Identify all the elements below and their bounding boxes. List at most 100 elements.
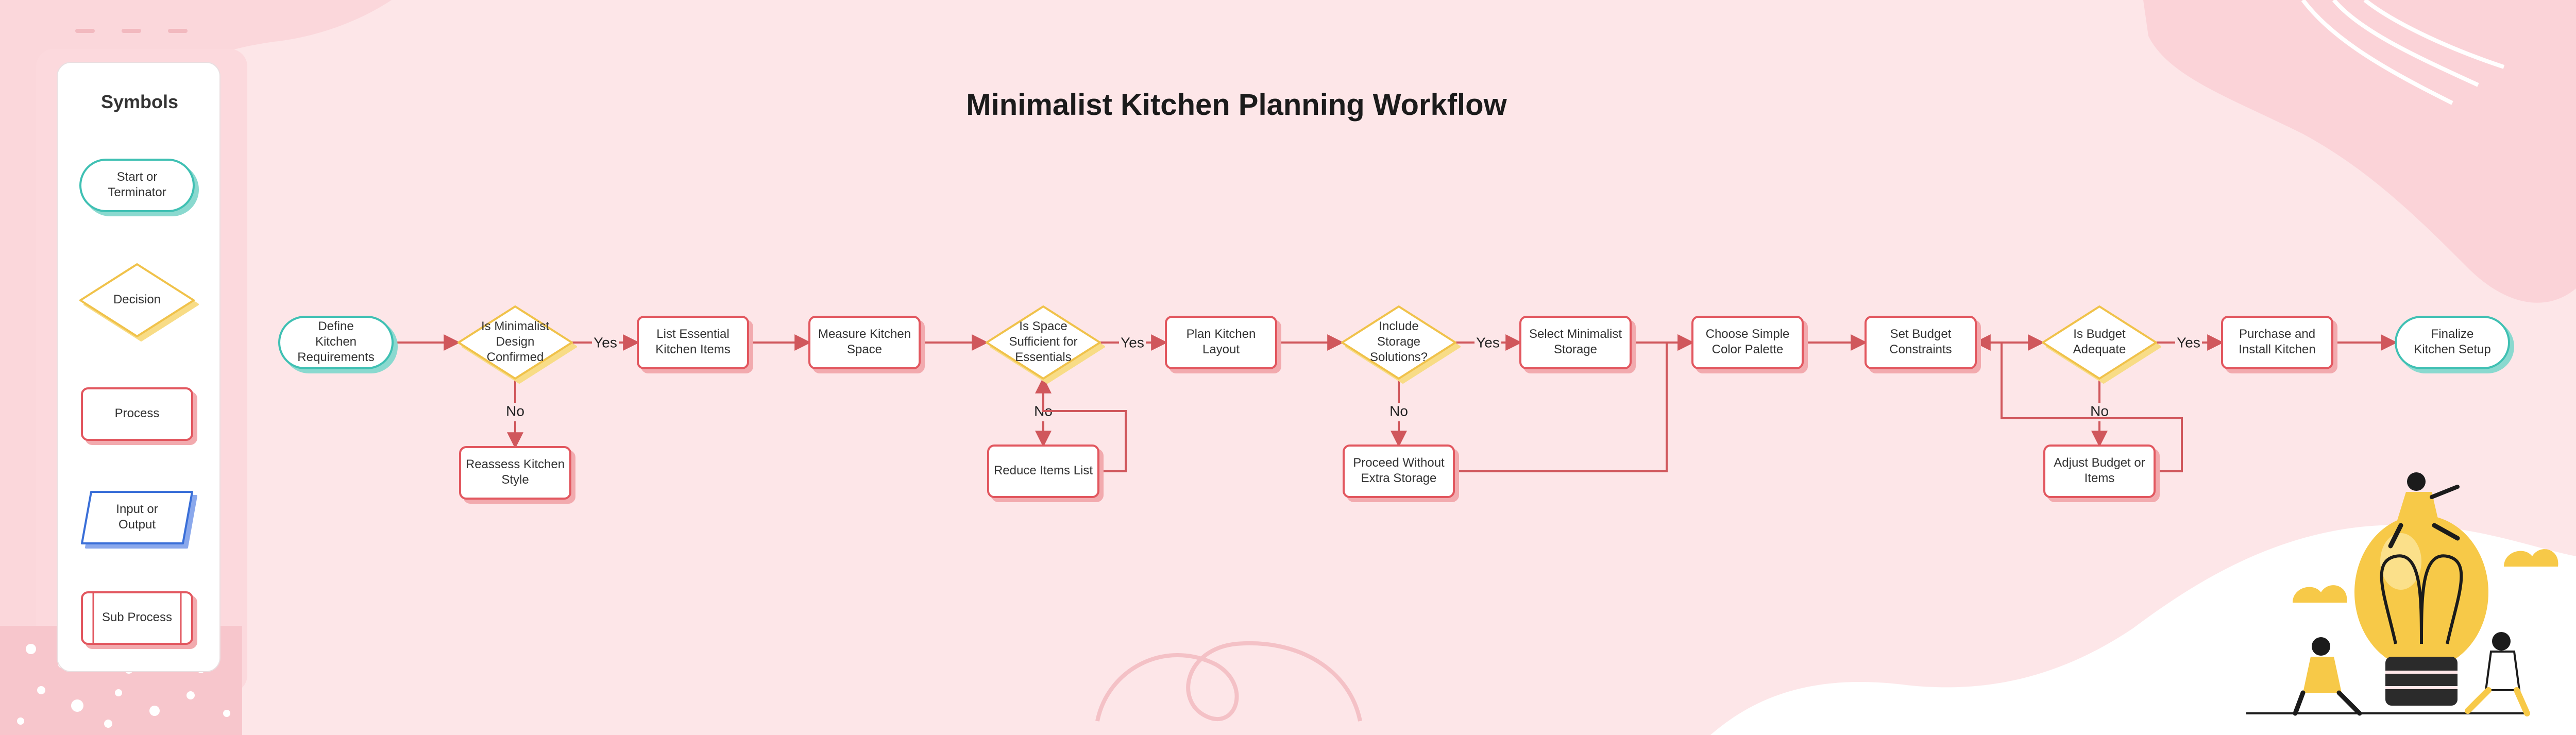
node-label-n7: Reduce Items List bbox=[994, 464, 1093, 477]
legend-decision-shape bbox=[79, 263, 195, 337]
legend-title: Symbols bbox=[100, 91, 179, 112]
legend-io-shape bbox=[81, 491, 193, 544]
edge-label-yes: Yes bbox=[594, 334, 617, 350]
edge-label-bg bbox=[1475, 334, 1501, 353]
cloud-left bbox=[2293, 585, 2347, 603]
legend-label-subprocess: Sub Process bbox=[102, 610, 172, 624]
person-right-head bbox=[2492, 632, 2511, 651]
edge-label-bg bbox=[592, 334, 619, 353]
lightbulb-illustration bbox=[2246, 472, 2558, 716]
edge-label-bg bbox=[2175, 334, 2202, 353]
person-left-head bbox=[2312, 637, 2330, 656]
node-n1-shape bbox=[278, 316, 394, 369]
top-right-swoosh-2 bbox=[2332, 0, 2479, 87]
edge-label-no: No bbox=[2090, 403, 2109, 419]
node-n4-shape bbox=[637, 316, 749, 369]
edge-label-yes: Yes bbox=[2177, 334, 2200, 350]
edge-label-yes: Yes bbox=[1121, 334, 1144, 350]
top-right-swoosh-3 bbox=[2363, 0, 2505, 69]
legend-label-decision: Decision bbox=[113, 293, 161, 306]
node-process-n7[interactable]: Reduce Items List bbox=[987, 445, 1104, 502]
node-n7-shape bbox=[987, 445, 1099, 498]
bottom-loop-doodle bbox=[1095, 641, 1362, 722]
node-n12-shape bbox=[1691, 316, 1804, 369]
legend-item-decision: Decision bbox=[79, 263, 199, 341]
node-n13-shape bbox=[1865, 316, 1977, 369]
edge-label-no: No bbox=[506, 403, 524, 419]
legend-terminator-shape bbox=[79, 159, 195, 212]
node-n11-shape bbox=[1519, 316, 1632, 369]
edge-n7-to-n6 bbox=[1035, 377, 1127, 472]
top-right-blob bbox=[2143, 0, 2576, 303]
edge-label-bg bbox=[1385, 403, 1412, 421]
node-n8-shape bbox=[1165, 316, 1277, 369]
legend-label-process: Process bbox=[115, 406, 160, 420]
node-n14-shape bbox=[2042, 305, 2157, 380]
edge-label-no: No bbox=[1389, 403, 1408, 419]
edge-label-yes: Yes bbox=[1476, 334, 1500, 350]
node-n6-shape bbox=[986, 305, 1101, 380]
edge-label-bg bbox=[502, 403, 529, 421]
legend-item-process: Process bbox=[81, 387, 197, 445]
node-n2-shape bbox=[457, 305, 573, 380]
node-n17-shape bbox=[2395, 316, 2510, 369]
node-n3-shape bbox=[459, 446, 571, 500]
edge-n15-to-n13 bbox=[1974, 334, 2183, 472]
legend-item-subprocess: Sub Process bbox=[81, 591, 197, 649]
legend-panel: Symbols bbox=[57, 62, 221, 672]
edge-label-bg bbox=[1119, 334, 1146, 353]
person-top-head bbox=[2407, 472, 2426, 491]
node-n5-shape bbox=[808, 316, 921, 369]
person-top-body bbox=[2396, 492, 2439, 525]
legend-subprocess-shape bbox=[81, 591, 193, 645]
bulb-base bbox=[2385, 657, 2458, 706]
top-right-swoosh-1 bbox=[2301, 0, 2453, 105]
node-n15-shape bbox=[2043, 445, 2156, 498]
cloud-right bbox=[2504, 549, 2558, 567]
legend-process-shape bbox=[81, 387, 193, 441]
node-n10-shape bbox=[1343, 445, 1455, 498]
chart-title: Minimalist Kitchen Planning Workflow bbox=[966, 88, 1507, 122]
person-left-body bbox=[2303, 657, 2342, 693]
node-n16-shape bbox=[2221, 316, 2333, 369]
node-n9-shape bbox=[1341, 305, 1456, 380]
